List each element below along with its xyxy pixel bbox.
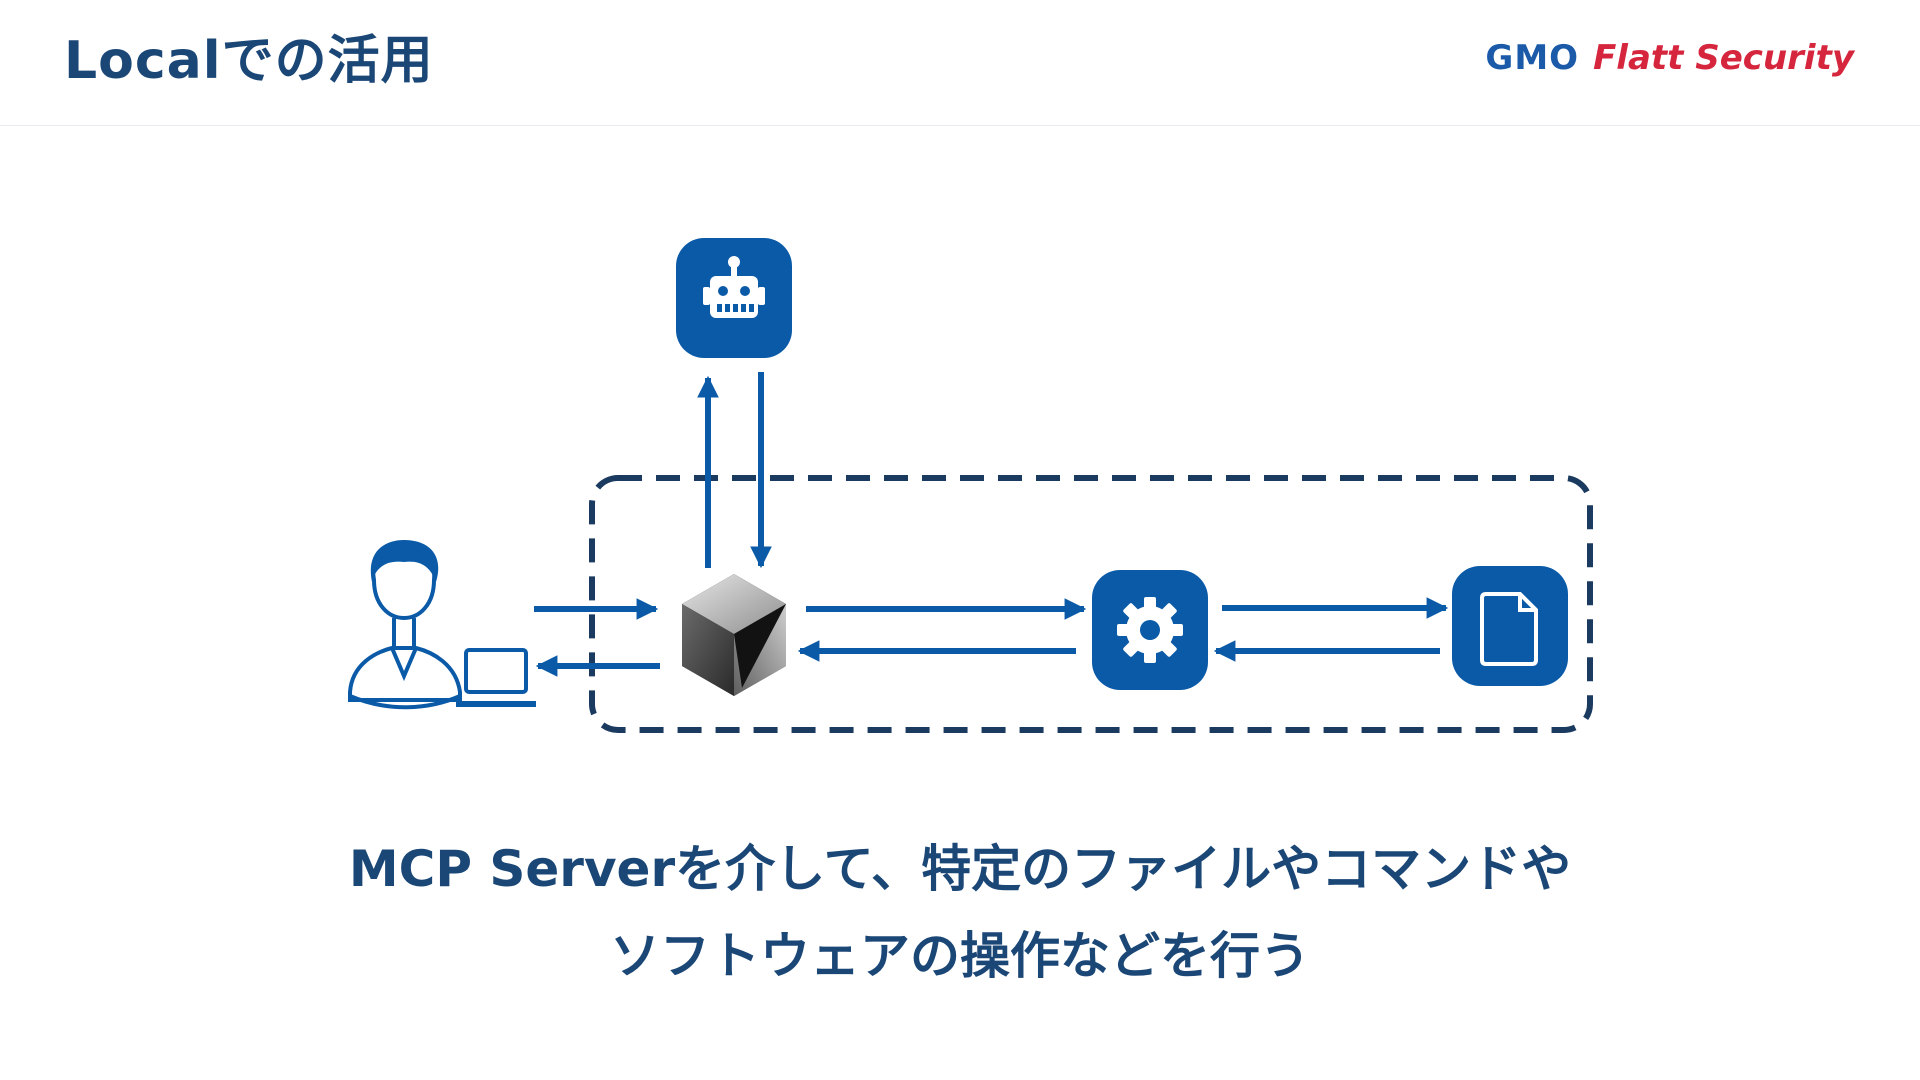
- file-icon: [1452, 566, 1568, 686]
- architecture-diagram: [348, 238, 1593, 733]
- company-logo: GMO Flatt Security: [1485, 38, 1854, 78]
- robot-icon: [676, 238, 792, 358]
- user-with-laptop-icon: [348, 540, 536, 710]
- logo-flatt-security-text: Flatt Security: [1593, 38, 1854, 78]
- gear-icon: [1092, 570, 1208, 690]
- slide-header: Localでの活用 GMO Flatt Security: [0, 0, 1920, 126]
- slide-caption: MCP Serverを介して、特定のファイルやコマンドや ソフトウェアの操作など…: [0, 838, 1920, 987]
- logo-gmo-text: GMO: [1485, 38, 1580, 78]
- caption-line-1: MCP Serverを介して、特定のファイルやコマンドや: [348, 840, 1572, 898]
- caption-line-2: ソフトウェアの操作などを行う: [610, 926, 1310, 985]
- cursor-app-icon: [682, 574, 786, 696]
- local-boundary: [589, 475, 1593, 733]
- page-title: Localでの活用: [64, 31, 434, 91]
